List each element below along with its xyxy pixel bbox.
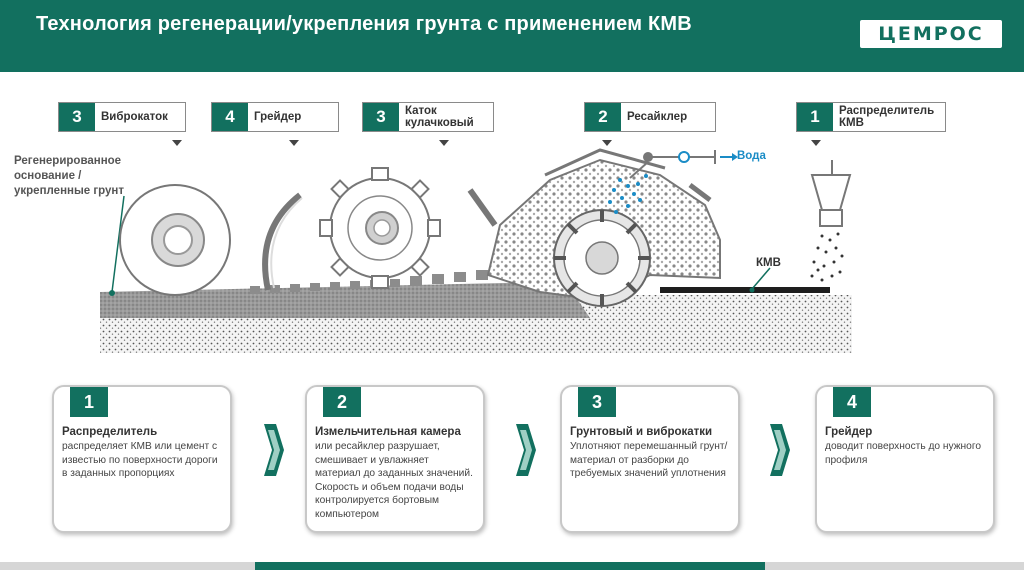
step-label-sheepfoot-roller: 3 Каток кулачковый <box>362 102 494 132</box>
grader-blade <box>262 192 303 291</box>
process-illustration <box>100 148 852 353</box>
step-card-mixing-chamber: 2 Измельчительная камера или ресайклер р… <box>305 385 485 533</box>
card-body: доводит поверхность до нужного профиля <box>825 441 982 466</box>
step-number: 3 <box>363 103 399 131</box>
header-bar: Технология регенерации/укрепления грунта… <box>0 0 1024 72</box>
chevron-right-icon <box>264 424 284 476</box>
card-number: 4 <box>833 387 871 417</box>
step-label-grader: 4 Грейдер <box>211 102 339 132</box>
vibro-roller-drum <box>119 184 231 296</box>
step-label-recycler: 2 Ресайклер <box>584 102 716 132</box>
step-number: 2 <box>585 103 621 131</box>
recycler-drum <box>553 209 651 307</box>
pointer-arrow <box>172 140 182 146</box>
kmv-label: КМВ <box>756 257 781 269</box>
card-title: Измельчительная камера <box>315 426 461 438</box>
card-body: Уплотняют перемешанный грунт/материал от… <box>570 441 728 479</box>
kmv-falling-powder <box>810 232 844 282</box>
step-label-vibro-roller: 3 Виброкаток <box>58 102 186 132</box>
water-pipe <box>629 150 738 179</box>
page-title: Технология регенерации/укрепления грунта… <box>36 13 692 35</box>
step-label-distributor: 1 Распределитель КМВ <box>796 102 946 132</box>
step-number: 3 <box>59 103 95 131</box>
regenerated-base-label: Регенерированное основание /укрепленные … <box>14 155 125 197</box>
step-number: 4 <box>212 103 248 131</box>
step-name: Грейдер <box>254 111 302 123</box>
kmv-pointer-line <box>751 267 771 290</box>
logo-text: ЦЕМРОС <box>878 23 984 45</box>
pointer-arrow <box>289 140 299 146</box>
card-title: Грейдер <box>825 426 873 438</box>
water-spray <box>608 174 648 214</box>
compacted-layer <box>100 282 590 318</box>
footer-bar <box>765 562 1024 570</box>
card-title: Распределитель <box>62 426 158 438</box>
footer-bar <box>0 562 255 570</box>
chevron-right-icon <box>770 424 790 476</box>
ground-upper <box>575 295 852 317</box>
card-title: Грунтовый и виброкатки <box>570 426 713 438</box>
distributor-hopper <box>810 160 852 227</box>
water-label: Вода <box>737 150 766 162</box>
card-number: 1 <box>70 387 108 417</box>
ground-base <box>100 315 852 353</box>
pointer-arrow <box>439 140 449 146</box>
step-number: 1 <box>797 103 833 131</box>
logo: ЦЕМРОС <box>860 20 1002 48</box>
card-number: 2 <box>323 387 361 417</box>
card-body: или ресайклер разрушает, смешивает и увл… <box>315 441 473 520</box>
card-body: распределяет КМВ или цемент с известью п… <box>62 441 218 479</box>
chevron-right-icon <box>516 424 536 476</box>
step-card-grader: 4 Грейдер доводит поверхность до нужного… <box>815 385 995 533</box>
pointer-arrow <box>811 140 821 146</box>
side-pointer-line <box>111 195 125 293</box>
card-number: 3 <box>578 387 616 417</box>
step-card-distributor: 1 Распределитель распределяет КМВ или це… <box>52 385 232 533</box>
footer-bar-accent <box>255 562 765 570</box>
step-name: Ресайклер <box>627 111 688 123</box>
pointer-arrow <box>602 140 612 146</box>
kmv-layer <box>660 287 830 293</box>
step-card-rollers: 3 Грунтовый и виброкатки Уплотняют перем… <box>560 385 740 533</box>
step-name: Виброкаток <box>101 111 168 123</box>
step-name: Распределитель КМВ <box>839 105 935 129</box>
step-name: Каток кулачковый <box>405 105 474 129</box>
sheepfoot-roller <box>319 167 441 289</box>
